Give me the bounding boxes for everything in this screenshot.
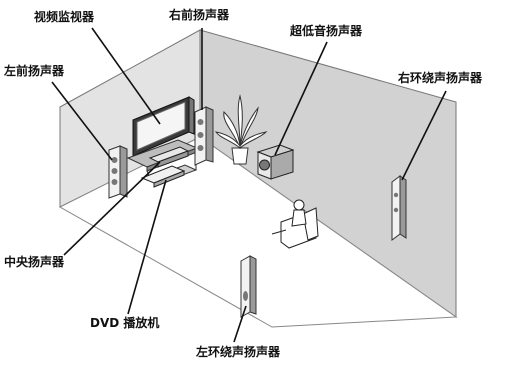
label-front-right-speaker: 右前扬声器 — [169, 8, 230, 22]
video-monitor — [132, 96, 195, 157]
label-surround-right-speaker: 右环绕声扬声器 — [398, 71, 483, 85]
leader-subwoofer — [274, 41, 328, 156]
surround-right-speaker — [391, 175, 407, 241]
leader-dvd — [127, 179, 167, 315]
dvd-player — [140, 165, 186, 188]
listener-chair — [271, 199, 319, 249]
label-video-monitor: 视频监视器 — [34, 10, 95, 24]
leader-center — [63, 161, 161, 256]
subwoofer — [256, 144, 295, 180]
center-speaker — [148, 146, 190, 168]
label-dvd-player: DVD 播放机 — [90, 316, 160, 330]
leader-surround-left — [233, 305, 247, 343]
label-front-left-speaker: 左前扬声器 — [4, 64, 65, 78]
label-subwoofer: 超低音扬声器 — [290, 24, 363, 38]
plant — [214, 94, 268, 165]
leader-surround-right — [401, 90, 447, 181]
surround-left-speaker — [240, 255, 257, 318]
label-center-speaker: 中央扬声器 — [4, 255, 65, 269]
front-right-speaker — [194, 106, 214, 166]
front-left-speaker — [108, 145, 128, 199]
leader-front-left — [51, 81, 113, 161]
label-surround-left-speaker: 左环绕声扬声器 — [196, 345, 281, 359]
leader-monitor — [91, 27, 161, 125]
